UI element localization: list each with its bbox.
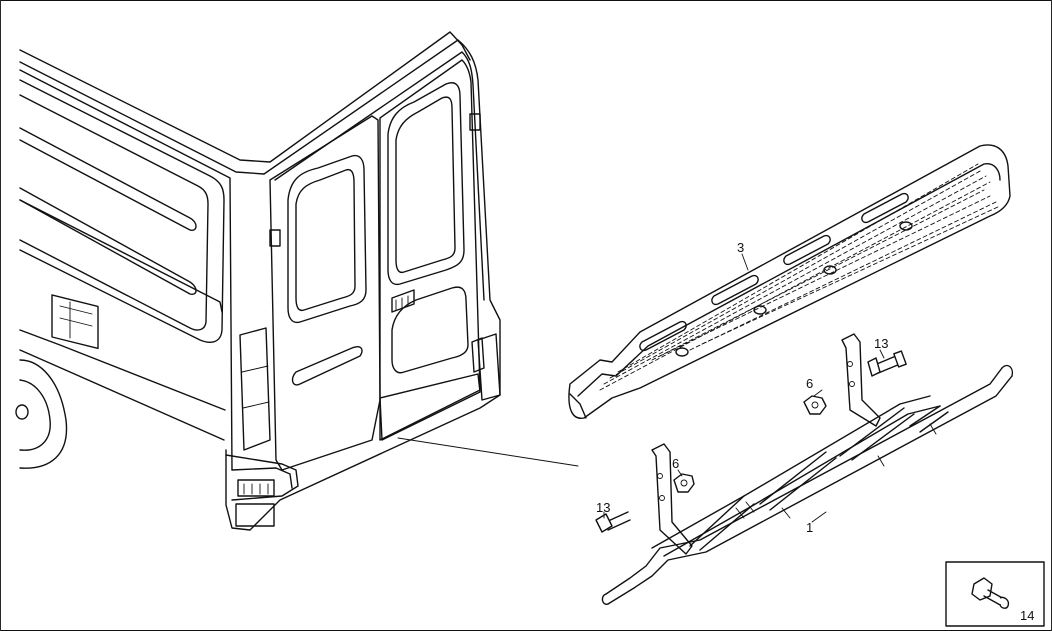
- nut-right: [803, 395, 827, 415]
- callout-frame: 1: [806, 520, 813, 535]
- step-frame-part: [601, 333, 1014, 605]
- inset-box: 14: [945, 561, 1045, 627]
- step-plate-part: [568, 144, 1011, 419]
- hex-bolt-icon: [971, 577, 1010, 609]
- callout-nut-left: 6: [672, 456, 679, 471]
- nut-left: [673, 473, 695, 493]
- bolt-left: [595, 511, 631, 533]
- callout-step-plate: 3: [737, 240, 744, 255]
- callout-nut-right: 6: [806, 376, 813, 391]
- callout-bolt-left: 13: [596, 500, 610, 515]
- bolt-right: [867, 350, 907, 377]
- callout-inset-bolt: 14: [1020, 608, 1034, 623]
- van-rear-illustration: [15, 31, 579, 531]
- callout-bolt-right: 13: [874, 336, 888, 351]
